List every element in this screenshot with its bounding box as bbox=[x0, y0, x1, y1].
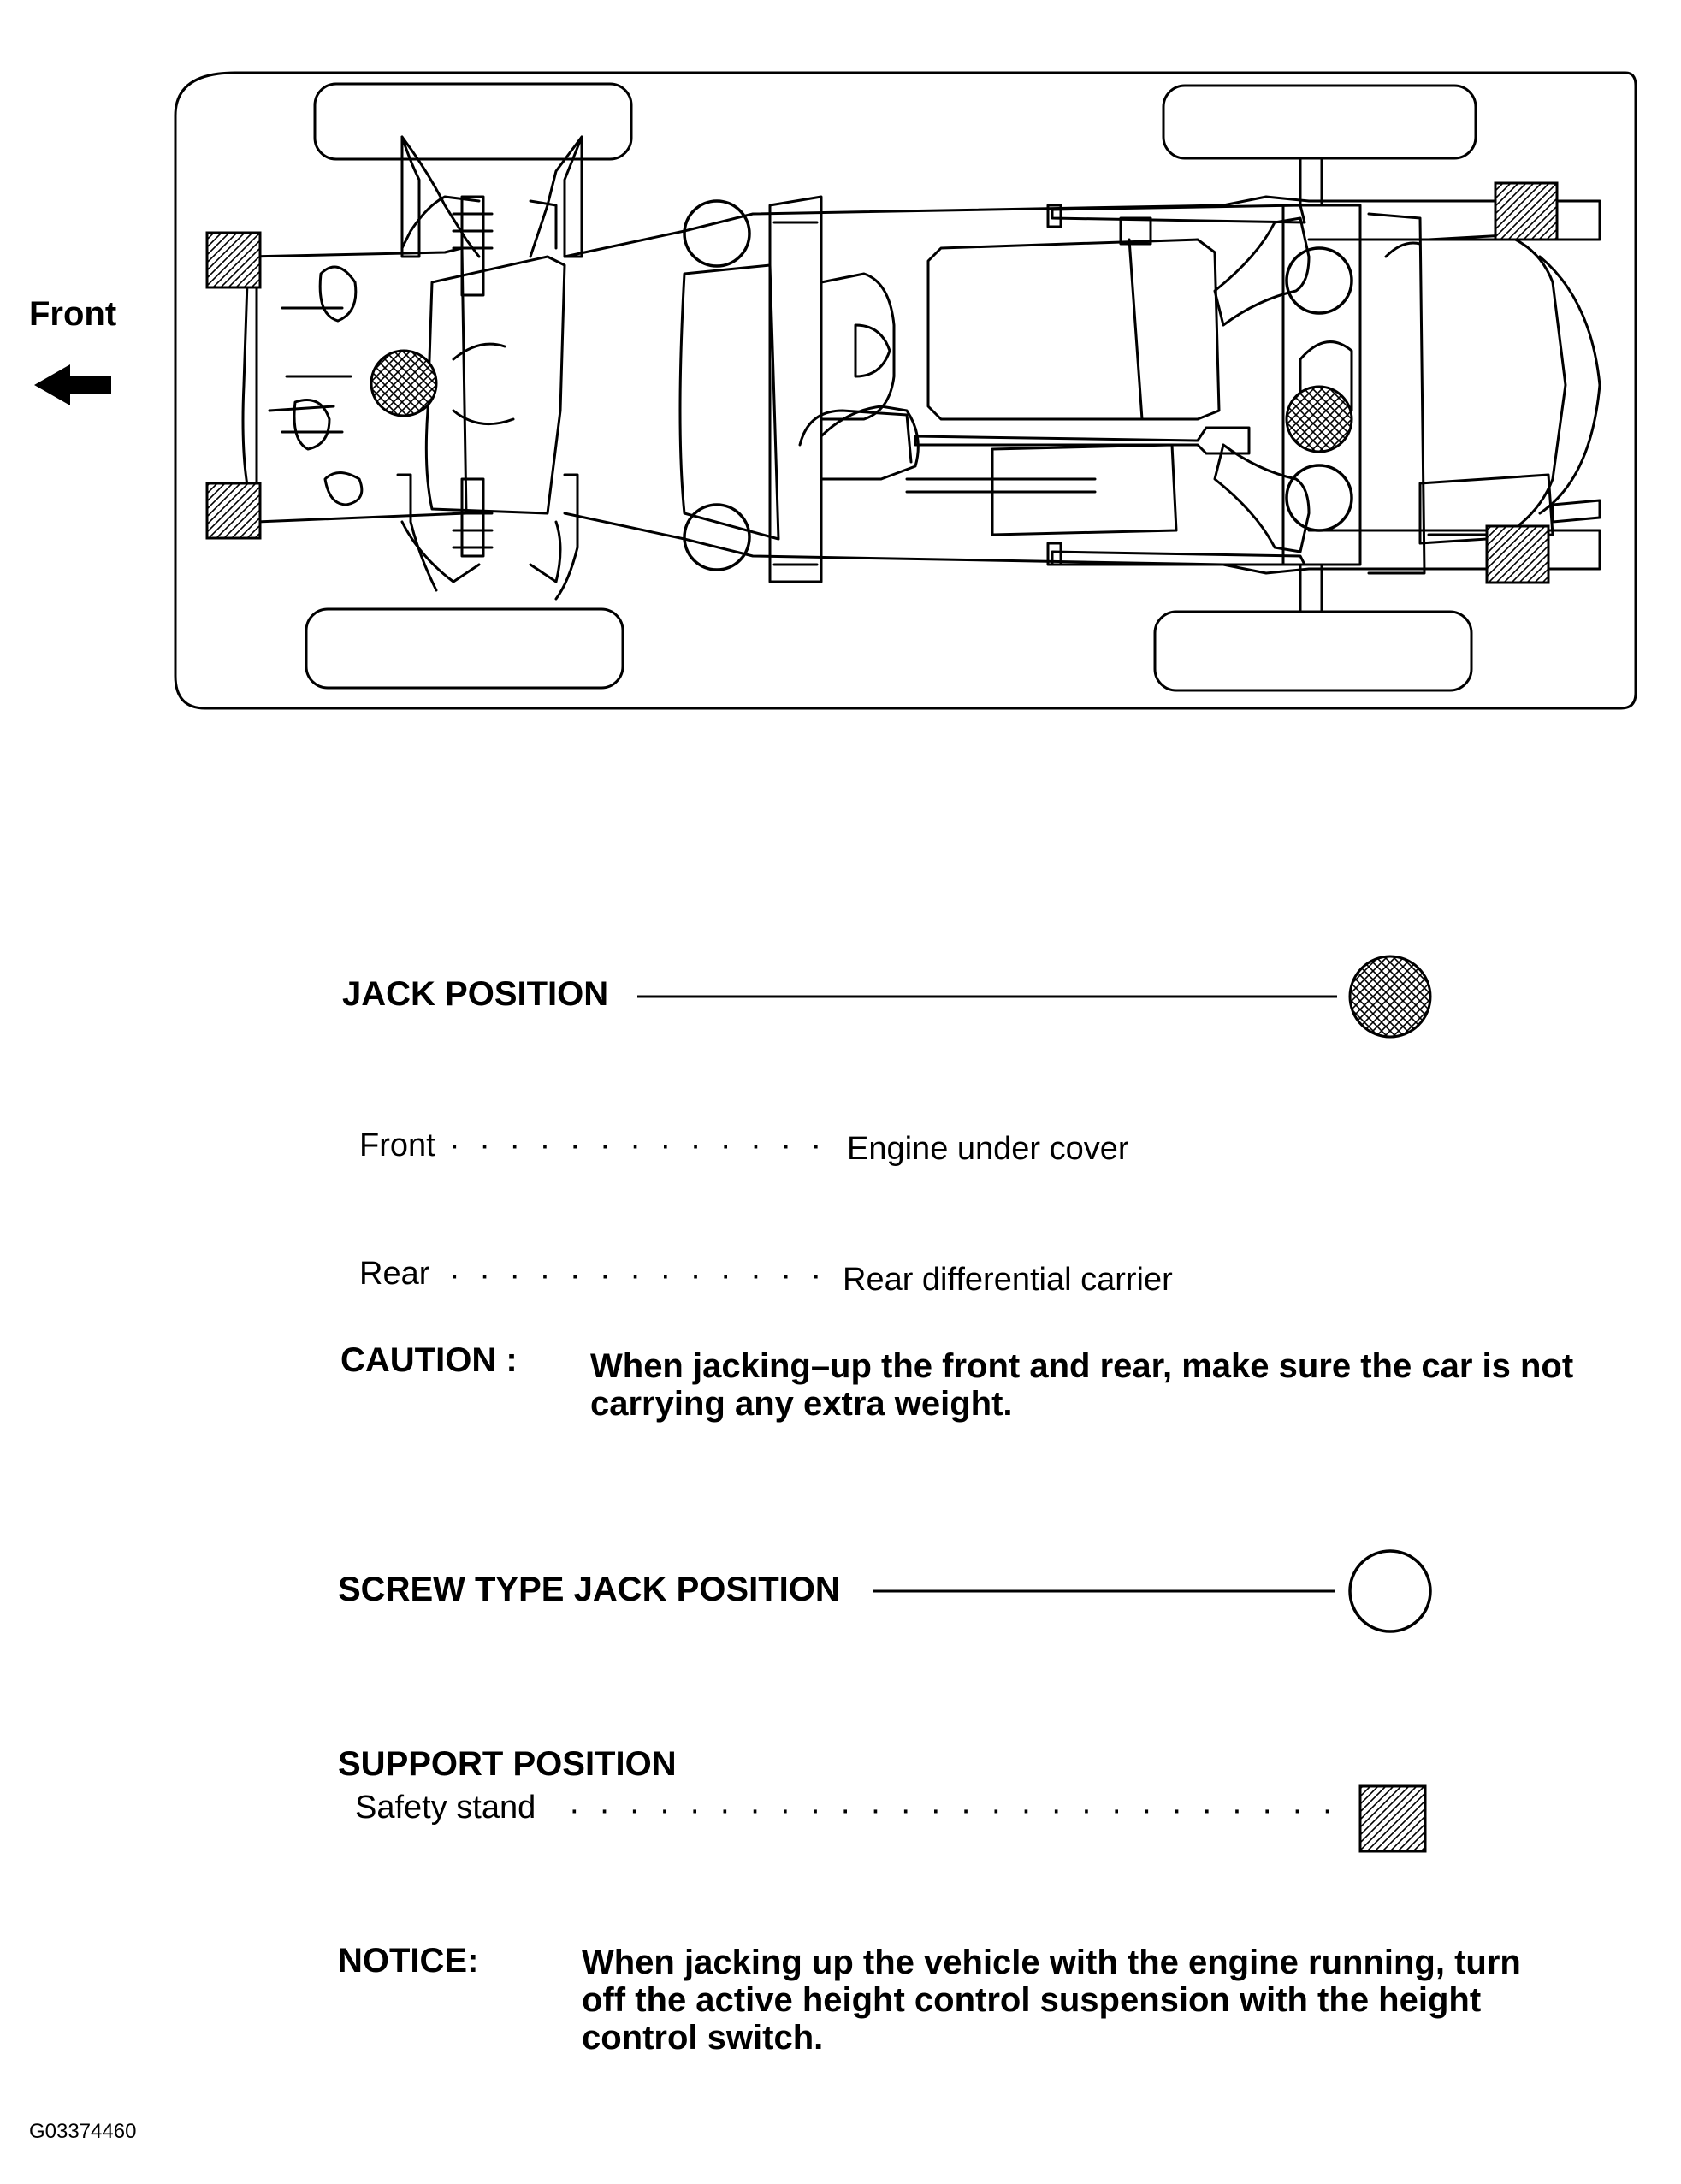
jack-front-dot-leader: · · · · · · · · · · · · · · · · · · · · … bbox=[449, 1128, 834, 1163]
front-right-tire bbox=[305, 607, 624, 690]
figure-id: G03374460 bbox=[29, 2120, 137, 2143]
jack-front-label: Front bbox=[359, 1128, 435, 1163]
crosshatched-circle-icon bbox=[1348, 955, 1432, 1039]
rear-muffler bbox=[1418, 473, 1554, 545]
engine-undercover bbox=[241, 246, 468, 524]
support-position-rear-right bbox=[1485, 524, 1550, 584]
front-direction-label: Front bbox=[29, 295, 117, 333]
safety-stand-dot-leader: · · · · · · · · · · · · · · · · · · · · … bbox=[569, 1792, 1343, 1828]
notice-label: NOTICE: bbox=[338, 1942, 479, 1980]
hatched-square-icon bbox=[1358, 1784, 1427, 1853]
support-position-front-left bbox=[205, 231, 262, 289]
support-position-rear-left bbox=[1494, 181, 1559, 241]
screw-jack-title: SCREW TYPE JACK POSITION bbox=[338, 1571, 840, 1608]
caution-label: CAUTION : bbox=[340, 1341, 518, 1379]
body-outline bbox=[174, 71, 1637, 710]
fuel-tank bbox=[926, 238, 1221, 421]
rear-left-tire bbox=[1162, 84, 1477, 160]
front-left-tire bbox=[313, 82, 633, 161]
arrow-left-icon bbox=[34, 364, 111, 405]
screw-jack-position-front-right bbox=[683, 503, 751, 571]
screw-jack-position-front-left bbox=[683, 199, 751, 268]
jack-position-rear bbox=[1285, 385, 1353, 453]
screw-jack-position-rear-left bbox=[1285, 246, 1353, 315]
jack-rear-dot-leader: · · · · · · · · · · · · · · · · · · · · … bbox=[449, 1258, 834, 1293]
support-position-front-right bbox=[205, 482, 262, 540]
jack-position-title: JACK POSITION bbox=[342, 975, 609, 1013]
notice-text: When jacking up the vehicle with the eng… bbox=[582, 1944, 1521, 2057]
safety-stand-label: Safety stand bbox=[355, 1790, 536, 1826]
frame-rail-right bbox=[563, 512, 1601, 575]
screw-jack-position-rear-right bbox=[1285, 464, 1353, 532]
jack-rear-label: Rear bbox=[359, 1256, 430, 1292]
frame-rail-left bbox=[563, 195, 1601, 258]
rear-right-tire bbox=[1153, 610, 1473, 692]
jack-front-value: Engine under cover bbox=[847, 1131, 1129, 1167]
caution-text: When jacking–up the front and rear, make… bbox=[590, 1347, 1574, 1423]
support-position-title: SUPPORT POSITION bbox=[338, 1745, 677, 1783]
jack-rear-value: Rear differential carrier bbox=[843, 1262, 1173, 1298]
open-circle-icon bbox=[1348, 1549, 1432, 1633]
muffler bbox=[991, 443, 1178, 536]
jack-position-front bbox=[370, 349, 438, 417]
